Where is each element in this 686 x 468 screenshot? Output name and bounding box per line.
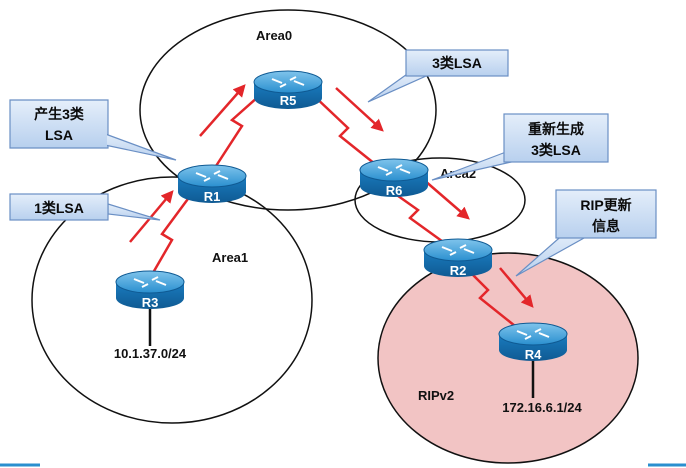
callout-produce-line2: LSA (45, 127, 73, 143)
svg-text:重新生成: 重新生成 (528, 121, 584, 137)
router-r5-label: R5 (280, 93, 297, 108)
router-r1[interactable]: R1 (177, 164, 247, 204)
router-r2-label: R2 (450, 263, 467, 278)
arrow-r1-r5 (199, 84, 246, 137)
link-r3-r1 (148, 187, 198, 279)
router-r3[interactable]: R3 (115, 270, 185, 310)
router-r2[interactable]: R2 (423, 238, 493, 278)
link-r5-r6 (311, 93, 381, 169)
callout-rip-line2: 信息 (592, 218, 620, 234)
callout-regen-line2: 3类LSA (531, 142, 581, 158)
area1-region (31, 176, 313, 424)
arrow-r2-r4 (499, 267, 534, 308)
svg-text:RIP更新: RIP更新 (580, 197, 631, 213)
svg-text:3类LSA: 3类LSA (432, 55, 482, 71)
ripv2-label: RIPv2 (418, 388, 454, 403)
svg-text:1类LSA: 1类LSA (34, 200, 84, 216)
router-r1-label: R1 (204, 189, 221, 204)
link-r1-r5 (214, 87, 269, 167)
callout-rip-update: RIP更新 信息 (515, 189, 657, 277)
r4-network-label: 172.16.6.1/24 (502, 400, 582, 415)
link-r2-r4 (459, 261, 521, 331)
router-r3-label: R3 (142, 295, 159, 310)
callout-produce-line1: 产生3类 (34, 106, 85, 122)
router-r4-label: R4 (525, 347, 542, 362)
svg-text:信息: 信息 (592, 218, 620, 234)
router-arrows-icon (195, 170, 229, 182)
callout-type3-lsa: 3类LSA (367, 49, 509, 103)
router-arrows-icon (133, 276, 167, 288)
callout-type1-lsa: 1类LSA (9, 193, 161, 221)
callout-rip-line1: RIP更新 (580, 197, 631, 213)
svg-text:LSA: LSA (45, 127, 73, 143)
arrow-r5-r6 (335, 87, 384, 132)
svg-text:3类LSA: 3类LSA (531, 142, 581, 158)
arrow-r6-r2 (423, 179, 470, 220)
callout-regen-line1: 重新生成 (528, 121, 584, 137)
router-arrows-icon (441, 244, 475, 256)
router-r5[interactable]: R5 (253, 70, 323, 109)
router-r4[interactable]: R4 (498, 322, 568, 362)
callout-regenerate-type3-lsa: 重新生成 3类LSA (431, 113, 609, 181)
area0-label: Area0 (256, 28, 292, 43)
callout-type3-line1: 3类LSA (432, 55, 482, 71)
callout-produce-type3-lsa: 产生3类 LSA (9, 99, 177, 161)
svg-text:产生3类: 产生3类 (34, 106, 85, 122)
ripv2-region (377, 252, 639, 464)
link-r6-r2 (383, 184, 447, 246)
router-arrows-icon (377, 164, 411, 176)
router-r6-label: R6 (386, 183, 403, 198)
router-arrows-icon (271, 76, 305, 88)
area0-region (139, 9, 437, 211)
callout-type1-line1: 1类LSA (34, 200, 84, 216)
router-arrows-icon (516, 328, 550, 340)
router-r6[interactable]: R6 (359, 158, 429, 198)
area1-label: Area1 (212, 250, 248, 265)
r3-network-label: 10.1.37.0/24 (114, 346, 187, 361)
